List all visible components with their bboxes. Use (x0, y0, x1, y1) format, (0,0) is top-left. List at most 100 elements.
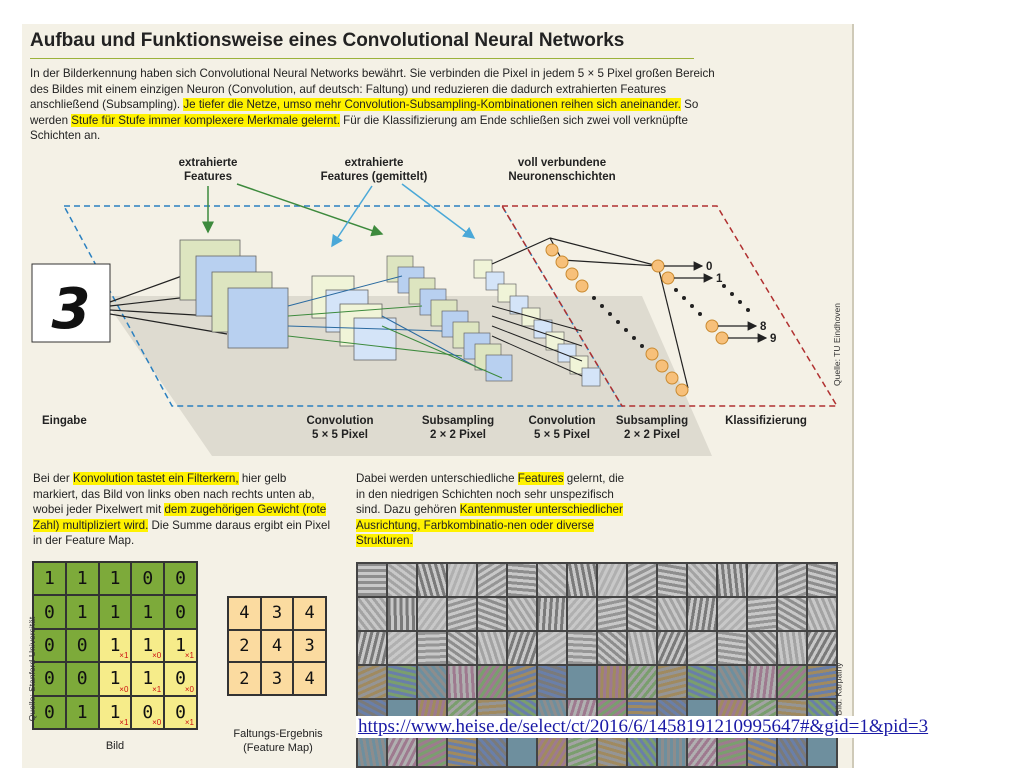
filter-tile (358, 632, 386, 664)
image-grid-value: 0 (43, 634, 55, 656)
filter-tile (448, 632, 476, 664)
filter-tile (478, 564, 506, 596)
image-grid-value: 0 (175, 601, 186, 623)
conv-text-c: Die Summe daraus ergibt ein Pixel in der… (33, 518, 331, 548)
filter-tile (508, 666, 536, 698)
filter-tile (718, 598, 746, 630)
filter-tile (718, 632, 746, 664)
image-grid-cell: 1×1 (132, 663, 164, 695)
source-tu-eindhoven: Quelle: TU Eindhoven (832, 303, 842, 386)
feature-map-cell: 4 (294, 598, 325, 629)
output-dots (722, 284, 750, 312)
filter-tile (748, 598, 776, 630)
fc-connections (491, 237, 689, 389)
filter-weight: ×1 (184, 718, 194, 727)
filter-tile (808, 734, 836, 766)
filter-tile (808, 598, 836, 630)
input-image (31, 263, 111, 343)
conv-highlight-1: Konvolution tastet ein Filterkern, (72, 472, 239, 485)
layer-connections (287, 275, 583, 379)
image-grid-cell: 0×1 (165, 696, 196, 728)
image-grid-value: 0 (175, 668, 186, 690)
filter-tile (538, 666, 566, 698)
filter-tile (388, 598, 416, 630)
source-karpathy: Bild: Karpathy (833, 662, 844, 716)
filter-tile (718, 666, 746, 698)
fc-layer-2-dots (674, 288, 702, 316)
filter-tile (418, 564, 446, 596)
arrow-avg-1 (331, 185, 373, 248)
image-grid-value: 1 (109, 634, 121, 656)
filter-tile (658, 632, 686, 664)
image-grid-cell: 1 (34, 563, 65, 595)
intro-text-2: So werden (30, 98, 699, 127)
filter-tile (808, 632, 836, 664)
filter-tile (718, 734, 746, 766)
intro-highlight-1: Je tiefer die Netze, umso mehr Convoluti… (183, 98, 681, 111)
filter-tile (598, 632, 626, 664)
image-grid-cell: 1×0 (132, 629, 164, 662)
filter-weight: ×0 (152, 718, 162, 727)
label-extracted-avg-2: Features (gemittelt) (321, 171, 428, 183)
image-grid-value: 1 (142, 601, 154, 623)
image-grid-cell: 1 (99, 563, 131, 595)
label-conv2-1: Convolution (528, 415, 595, 427)
conv1-feature-maps (179, 239, 289, 349)
image-grid-value: 1 (109, 701, 121, 723)
filter-tile (778, 734, 806, 766)
features-explanation: Dabei werden unterschiedliche Features g… (356, 471, 636, 549)
fc-layer-1 (545, 243, 689, 397)
filter-tile (628, 564, 656, 596)
filter-tile (478, 598, 506, 630)
filter-tile (808, 666, 836, 698)
image-grid-value: 0 (142, 568, 154, 590)
conv-text-a: Bei der (33, 472, 73, 485)
label-sub2-1: Subsampling (616, 415, 688, 427)
image-grid-cell: 1×1 (99, 696, 131, 728)
fc-layer-1-dots (592, 296, 644, 348)
image-grid-value: 1 (109, 601, 121, 623)
fc-layer-2 (651, 259, 729, 345)
convolution-explanation: Bei der Konvolution tastet ein Filterker… (33, 471, 333, 549)
image-grid-cell: 0 (34, 596, 65, 628)
input-digit: 3 (52, 277, 91, 342)
image-grid-cell: 0 (132, 563, 164, 595)
filter-tile (538, 564, 566, 596)
filter-tile (568, 632, 596, 664)
filter-tile (568, 666, 596, 698)
filter-tile (508, 564, 536, 596)
features-highlight-1: Features (517, 472, 564, 485)
image-grid-cell: 1×1 (99, 629, 131, 662)
filter-weight: ×0 (184, 684, 194, 694)
infographic-panel: Aufbau und Funktionsweise eines Convolut… (22, 24, 854, 768)
output-1: 1 (716, 273, 723, 285)
image-grid-value: 1 (109, 668, 121, 690)
filter-tile (388, 632, 416, 664)
features-text-a: Dabei werden unterschiedliche (356, 472, 518, 485)
feature-map-cell: 2 (229, 630, 260, 662)
filter-tile (778, 632, 806, 664)
filter-weight: ×1 (119, 718, 129, 727)
image-grid-value: 0 (43, 601, 55, 623)
image-grid-value: 1 (142, 668, 154, 690)
conv2-feature-maps (386, 255, 513, 382)
filter-tile (478, 734, 506, 766)
filter-tile (418, 734, 446, 766)
filter-tile (748, 632, 776, 664)
image-grid-cell: 1 (132, 596, 164, 628)
source-url-link[interactable]: https://www.heise.de/select/ct/2016/6/14… (356, 716, 931, 738)
filter-tile (808, 564, 836, 596)
filter-tile (778, 564, 806, 596)
filter-tile (388, 564, 416, 596)
label-conv2-2: 5 × 5 Pixel (534, 429, 590, 441)
image-grid-value: 0 (142, 701, 154, 723)
page-title: Aufbau und Funktionsweise eines Convolut… (30, 30, 625, 51)
filter-tile (688, 666, 716, 698)
feature-map-cell: 3 (294, 630, 325, 662)
image-grid-cell: 0 (34, 663, 65, 695)
features-text-b: gelernt, die in den niedrigen Schichten … (356, 472, 625, 516)
feature-map-label-1: Faltungs-Ergebnis (233, 728, 323, 740)
image-grid-cell: 0 (165, 563, 196, 595)
classification-region (500, 205, 839, 407)
